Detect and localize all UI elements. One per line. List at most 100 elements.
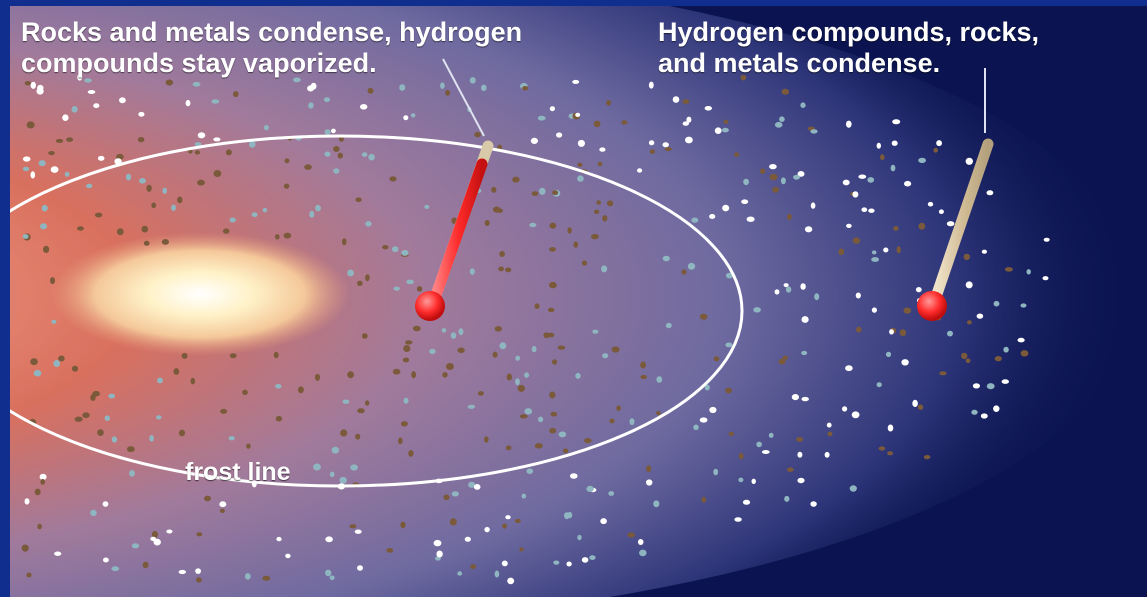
particle — [971, 409, 978, 415]
particle — [119, 97, 126, 104]
particle — [893, 226, 899, 231]
particle — [141, 225, 149, 233]
particle — [876, 142, 881, 149]
particle — [627, 532, 635, 538]
particle — [22, 156, 31, 162]
particle — [477, 391, 484, 396]
particle — [262, 575, 271, 581]
particle — [143, 240, 150, 246]
particle — [197, 179, 205, 186]
particle — [275, 234, 280, 240]
particle — [502, 523, 507, 529]
particle — [365, 221, 372, 227]
particle — [436, 550, 443, 558]
particle — [965, 358, 971, 364]
particle — [889, 329, 894, 335]
particle — [424, 204, 430, 209]
particle — [1020, 350, 1029, 357]
particle — [577, 139, 586, 147]
particle — [54, 551, 62, 556]
particle — [355, 197, 362, 203]
particle — [108, 393, 116, 399]
particle — [722, 204, 730, 212]
particle — [609, 418, 615, 424]
particle — [58, 355, 65, 362]
particle — [324, 151, 331, 157]
particle — [769, 173, 778, 181]
particle — [858, 174, 867, 179]
particle — [801, 316, 809, 323]
particle — [774, 289, 780, 295]
particle — [361, 152, 368, 157]
particle — [842, 406, 848, 412]
particle — [111, 566, 120, 572]
outer-region-label: Hydrogen compounds, rocks, and metals co… — [658, 17, 1040, 78]
particle — [211, 99, 220, 104]
particle — [464, 536, 471, 542]
particle — [66, 137, 74, 142]
particle — [242, 389, 248, 395]
particle — [166, 529, 173, 534]
particle — [665, 322, 672, 329]
particle — [338, 136, 344, 142]
particle — [333, 168, 340, 174]
particle — [398, 437, 403, 445]
particle — [826, 422, 832, 428]
particle — [26, 121, 35, 129]
particle — [846, 120, 852, 128]
particle — [871, 250, 877, 255]
particle — [139, 178, 146, 184]
particle — [602, 353, 609, 359]
particle — [467, 404, 476, 409]
particle — [728, 431, 734, 436]
particle — [365, 274, 370, 282]
particle — [30, 358, 38, 366]
particle — [575, 112, 581, 117]
particle — [41, 204, 48, 212]
particle — [506, 373, 512, 381]
particle — [856, 326, 862, 333]
particle — [851, 411, 860, 419]
particle — [780, 177, 786, 185]
particle — [606, 100, 612, 106]
particle — [713, 356, 720, 362]
particle — [939, 371, 947, 376]
particle — [846, 223, 852, 228]
particle — [918, 157, 926, 163]
particle — [94, 212, 103, 218]
particle — [557, 345, 566, 350]
particle — [648, 81, 654, 89]
particle — [549, 391, 556, 399]
particle — [297, 386, 304, 394]
particle — [526, 468, 534, 475]
particle — [501, 560, 508, 567]
particle — [1043, 237, 1050, 242]
particle — [77, 74, 83, 81]
particle — [693, 424, 699, 431]
particle — [173, 368, 180, 375]
particle — [340, 429, 348, 437]
particle — [923, 455, 931, 460]
particle — [723, 119, 729, 124]
particle — [36, 87, 44, 95]
particle — [986, 383, 995, 390]
particle — [611, 346, 620, 353]
particle — [810, 202, 816, 209]
particle — [800, 102, 806, 108]
particle — [801, 396, 809, 402]
particle — [515, 355, 521, 361]
particle — [473, 484, 481, 490]
particle — [725, 387, 732, 394]
particle — [581, 557, 589, 563]
particle — [325, 536, 333, 543]
particle — [331, 128, 336, 134]
particle — [529, 222, 537, 228]
particle — [323, 97, 331, 103]
particle — [549, 281, 557, 289]
particle — [357, 565, 363, 571]
particle — [367, 87, 374, 94]
particle — [233, 91, 239, 98]
particle — [917, 404, 924, 411]
particle — [457, 571, 463, 576]
particle — [222, 228, 230, 234]
